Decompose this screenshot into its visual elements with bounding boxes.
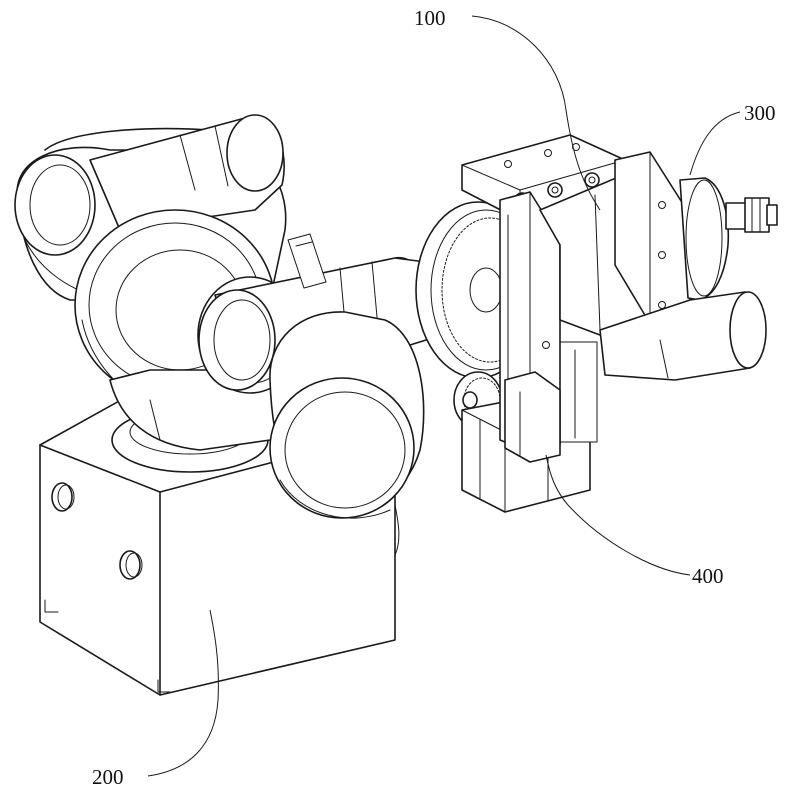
leader-300 xyxy=(690,112,740,175)
label-200: 200 xyxy=(92,765,124,789)
label-100: 100 xyxy=(414,6,446,30)
label-400: 400 xyxy=(692,564,724,588)
label-300: 300 xyxy=(744,101,776,125)
